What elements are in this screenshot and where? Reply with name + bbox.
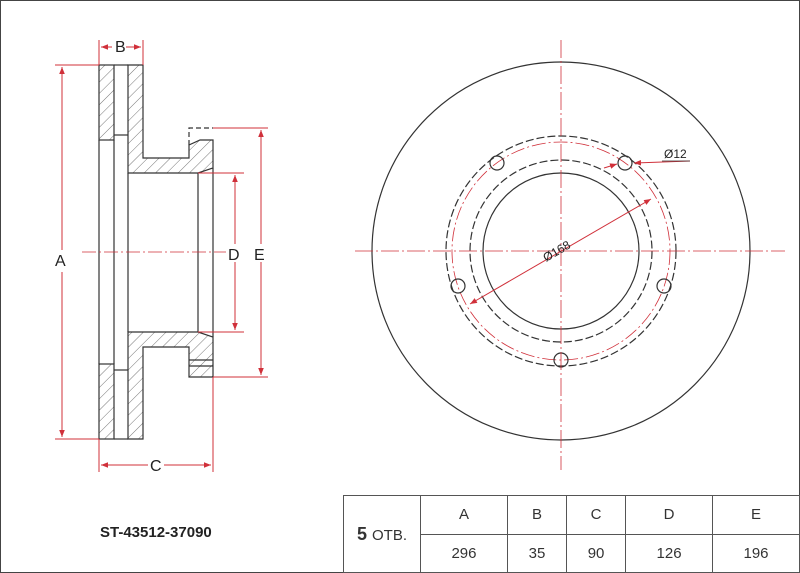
holes-unit: ОТВ. [372,526,408,544]
value-A: 296 [420,533,508,573]
table-values-row: 296 35 90 126 196 [344,533,800,573]
side-section-view [82,64,230,440]
front-view [355,40,785,470]
header-C: C [566,495,627,535]
value-B: 35 [506,533,568,573]
value-E: 196 [712,533,800,573]
hole-diameter-label: Ø12 [664,147,687,161]
bolt-circle-label: Ø168 [541,238,574,265]
label-B: B [115,39,126,56]
header-B: B [506,495,568,535]
holes-count: 5 [356,523,367,544]
label-D: D [228,247,240,264]
part-number: ST-43512-37090 [100,524,212,541]
value-C: 90 [566,533,627,573]
dimensions-table: 5 ОТВ. A B C D E 296 35 90 126 196 [343,495,800,573]
label-C: C [150,458,162,475]
value-D: 126 [625,533,714,573]
header-E: E [712,495,800,535]
holes-count-cell: 5 ОТВ. [343,495,421,573]
header-D: D [625,495,714,535]
label-A: A [55,253,66,270]
label-E: E [254,247,265,264]
header-A: A [420,495,508,535]
table-header-row: 5 ОТВ. A B C D E [343,495,800,573]
